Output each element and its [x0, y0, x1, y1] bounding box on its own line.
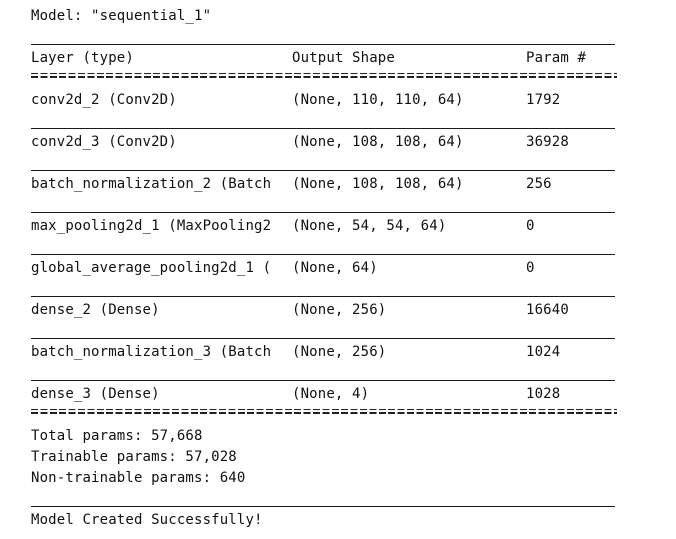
- layer-cell: dense_2 (Dense): [31, 302, 160, 318]
- row-divider: [31, 212, 615, 213]
- total-params: Total params: 57,668: [31, 428, 203, 444]
- divider-top: [31, 44, 615, 45]
- table-row: conv2d_2 (Conv2D) (None, 110, 110, 64) 1…: [0, 91, 676, 109]
- shape-cell: (None, 4): [292, 386, 370, 402]
- row-divider: [31, 170, 615, 171]
- header-row: Layer (type) Output Shape Param #: [0, 49, 676, 67]
- table-row: batch_normalization_3 (Batch (None, 256)…: [0, 343, 676, 361]
- shape-cell: (None, 108, 108, 64): [292, 176, 464, 192]
- header-param: Param #: [526, 50, 587, 66]
- row-divider: [31, 380, 615, 381]
- layer-cell: global_average_pooling2d_1 (: [31, 260, 272, 276]
- table-row: global_average_pooling2d_1 ( (None, 64) …: [0, 259, 676, 277]
- layer-cell: dense_3 (Dense): [31, 386, 160, 402]
- layer-cell: conv2d_2 (Conv2D): [31, 92, 177, 108]
- row-divider: [31, 338, 615, 339]
- param-cell: 1792: [526, 92, 561, 108]
- double-divider-header: [31, 73, 617, 78]
- table-row: conv2d_3 (Conv2D) (None, 108, 108, 64) 3…: [0, 133, 676, 151]
- param-cell: 16640: [526, 302, 569, 318]
- param-cell: 0: [526, 218, 535, 234]
- layer-cell: max_pooling2d_1 (MaxPooling2: [31, 218, 272, 234]
- table-row: dense_2 (Dense) (None, 256) 16640: [0, 301, 676, 319]
- layer-cell: batch_normalization_2 (Batch: [31, 176, 272, 192]
- param-cell: 36928: [526, 134, 569, 150]
- shape-cell: (None, 256): [292, 302, 387, 318]
- table-row: max_pooling2d_1 (MaxPooling2 (None, 54, …: [0, 217, 676, 235]
- layer-cell: conv2d_3 (Conv2D): [31, 134, 177, 150]
- header-output-shape: Output Shape: [292, 50, 395, 66]
- param-cell: 256: [526, 176, 552, 192]
- header-layer: Layer (type): [31, 50, 134, 66]
- param-cell: 0: [526, 260, 535, 276]
- shape-cell: (None, 54, 54, 64): [292, 218, 447, 234]
- table-row: dense_3 (Dense) (None, 4) 1028: [0, 385, 676, 403]
- row-divider: [31, 128, 615, 129]
- layer-cell: batch_normalization_3 (Batch: [31, 344, 272, 360]
- double-divider-footer: [31, 409, 617, 414]
- row-divider: [31, 296, 615, 297]
- param-cell: 1024: [526, 344, 561, 360]
- trainable-params: Trainable params: 57,028: [31, 449, 237, 465]
- shape-cell: (None, 108, 108, 64): [292, 134, 464, 150]
- shape-cell: (None, 110, 110, 64): [292, 92, 464, 108]
- non-trainable-params: Non-trainable params: 640: [31, 470, 246, 486]
- param-cell: 1028: [526, 386, 561, 402]
- shape-cell: (None, 256): [292, 344, 387, 360]
- shape-cell: (None, 64): [292, 260, 378, 276]
- divider-bottom: [31, 506, 615, 507]
- model-name-line: Model: "sequential_1": [31, 8, 212, 24]
- table-row: batch_normalization_2 (Batch (None, 108,…: [0, 175, 676, 193]
- status-message: Model Created Successfully!: [31, 512, 263, 528]
- row-divider: [31, 254, 615, 255]
